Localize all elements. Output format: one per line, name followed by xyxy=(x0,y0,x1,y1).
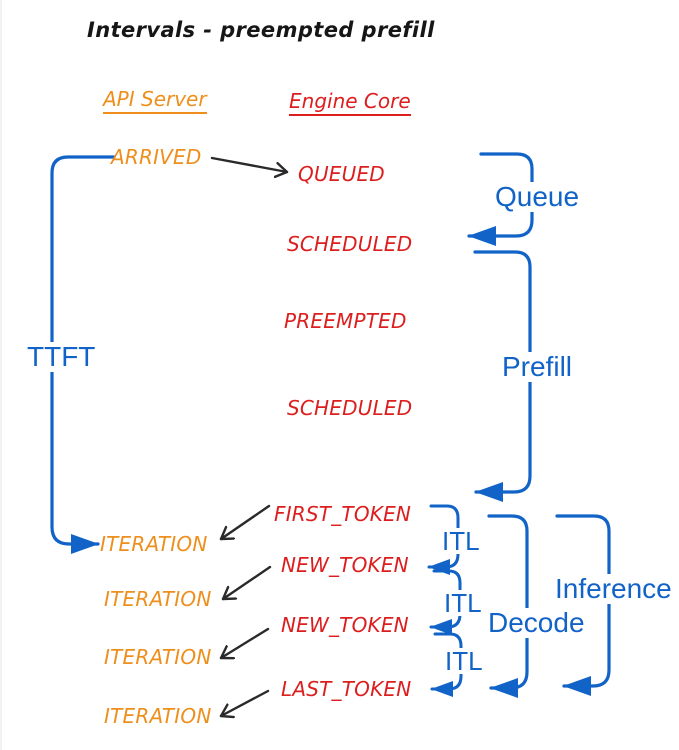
interval-itl-label-3: ITL xyxy=(443,646,485,676)
diagram-title: Intervals - preempted prefill xyxy=(87,18,435,42)
decode-bracket xyxy=(487,514,529,698)
event-iteration-4: ITERATION xyxy=(104,704,212,728)
column-header-engine-core: Engine Core xyxy=(289,91,411,116)
event-scheduled-1: SCHEDULED xyxy=(287,232,413,256)
arrow-arrived-to-queued xyxy=(210,156,289,172)
event-iteration-1: ITERATION xyxy=(100,532,208,556)
interval-inference-label: Inference xyxy=(552,574,675,604)
event-first-token: FIRST_TOKEN xyxy=(274,502,412,526)
event-preempted: PREEMPTED xyxy=(284,309,407,333)
interval-ttft-label: TTFT xyxy=(24,342,99,372)
event-last-token: LAST_TOKEN xyxy=(281,677,412,701)
event-queued: QUEUED xyxy=(298,162,385,186)
event-new-token-2: NEW_TOKEN xyxy=(281,613,409,637)
event-new-token-1: NEW_TOKEN xyxy=(281,553,409,577)
event-arrived: ARRIVED xyxy=(111,145,202,169)
event-iteration-2: ITERATION xyxy=(104,587,212,611)
column-header-api-server: API Server xyxy=(103,89,207,114)
event-scheduled-2: SCHEDULED xyxy=(287,396,413,420)
arrow-new-token2-to-iteration xyxy=(219,627,270,658)
interval-itl-label-1: ITL xyxy=(440,526,482,556)
interval-decode-label: Decode xyxy=(485,608,588,638)
arrow-first-token-to-iteration xyxy=(219,504,271,541)
interval-prefill-label: Prefill xyxy=(499,352,576,382)
arrow-new-token1-to-iteration xyxy=(221,565,272,601)
event-iteration-3: ITERATION xyxy=(104,645,212,669)
arrow-last-token-to-iteration xyxy=(219,689,270,716)
interval-itl-label-2: ITL xyxy=(442,588,484,618)
interval-queue-label: Queue xyxy=(492,182,583,212)
